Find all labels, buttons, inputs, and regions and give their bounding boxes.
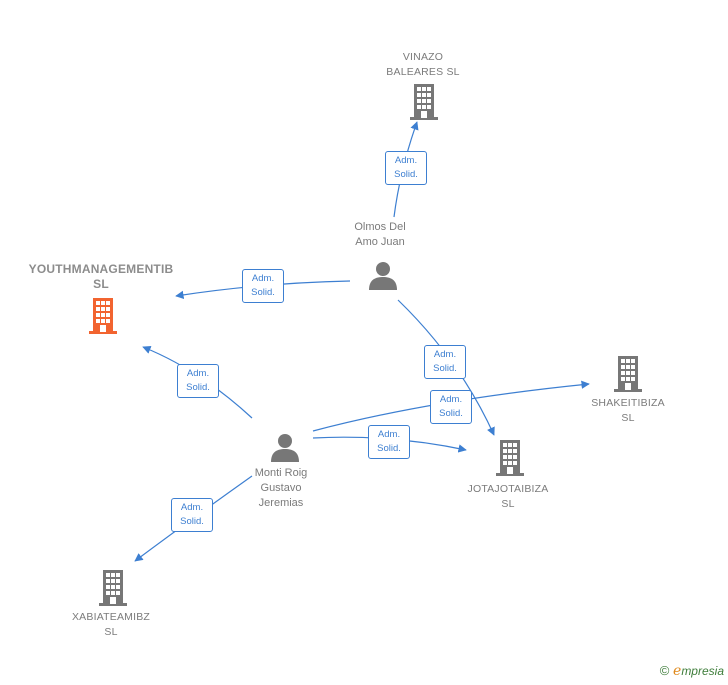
building-icon-jota[interactable] [496, 440, 524, 476]
footer-brand: © empresia [660, 663, 724, 679]
node-label-line: SL [93, 277, 109, 291]
building-icon-vinazo[interactable] [410, 84, 438, 120]
node-label-line: VINAZO [402, 51, 444, 63]
node-label-line: Amo Juan [355, 236, 405, 248]
edge-label-monti-youth: Adm. Solid. [177, 364, 219, 398]
edge-label-line: Adm. [186, 368, 210, 379]
edge-label-line: Solid. [180, 516, 204, 527]
edge-label-monti-shake: Adm. Solid. [430, 390, 472, 424]
node-label-line: XABIATEAMIBZ [71, 611, 151, 623]
building-icon-youth[interactable] [89, 298, 117, 334]
node-label-line: Jeremias [258, 497, 304, 509]
edge-label-olmos-vinazo: Adm. Solid. [385, 151, 427, 185]
edge-label-line: Solid. [377, 443, 401, 454]
node-label-line: SL [501, 498, 515, 510]
node-label-line: Olmos Del [354, 221, 406, 233]
edge-label-line: Adm. [394, 155, 418, 166]
copyright-icon: © [659, 663, 670, 678]
node-label-line: Gustavo [260, 482, 302, 494]
node-label-jota[interactable]: JOTAJOTAIBIZA SL [468, 482, 549, 512]
edge-label-line: Solid. [433, 363, 457, 374]
edge-label-line: Solid. [186, 382, 210, 393]
person-icon-olmos[interactable] [369, 262, 397, 290]
node-label-line: JOTAJOTAIBIZA [467, 483, 549, 495]
edge-label-line: Adm. [251, 273, 275, 284]
edge-label-olmos-jota: Adm. Solid. [424, 345, 466, 379]
building-icon-xabia[interactable] [99, 570, 127, 606]
node-label-line: SHAKEITIBIZA [591, 397, 665, 409]
edge-label-line: Solid. [251, 287, 275, 298]
building-icon-shake[interactable] [614, 356, 642, 392]
node-label-line: BALEARES SL [386, 66, 460, 78]
node-label-line: SL [104, 626, 118, 638]
node-label-xabia[interactable]: XABIATEAMIBZ SL [72, 610, 150, 640]
node-label-line: YOUTHMANAGEMENTIB [28, 262, 174, 276]
node-label-vinazo[interactable]: VINAZO BALEARES SL [386, 50, 459, 80]
node-label-line: Monti Roig [254, 467, 308, 479]
person-icon-monti[interactable] [271, 434, 299, 462]
edge-label-olmos-youth: Adm. Solid. [242, 269, 284, 303]
edge-label-line: Adm. [180, 502, 204, 513]
edge-label-line: Solid. [394, 169, 418, 180]
brand-initial: e [673, 663, 682, 679]
edge-label-line: Adm. [433, 349, 457, 360]
edge-label-monti-xabia: Adm. Solid. [171, 498, 213, 532]
node-label-shake[interactable]: SHAKEITIBIZA SL [591, 396, 665, 426]
edge-label-monti-jota: Adm. Solid. [368, 425, 410, 459]
edge-label-line: Solid. [439, 408, 463, 419]
brand-name: mpresia [681, 664, 724, 678]
node-label-line: SL [621, 412, 635, 424]
edge-label-line: Adm. [439, 394, 463, 405]
edge-label-line: Adm. [377, 429, 401, 440]
